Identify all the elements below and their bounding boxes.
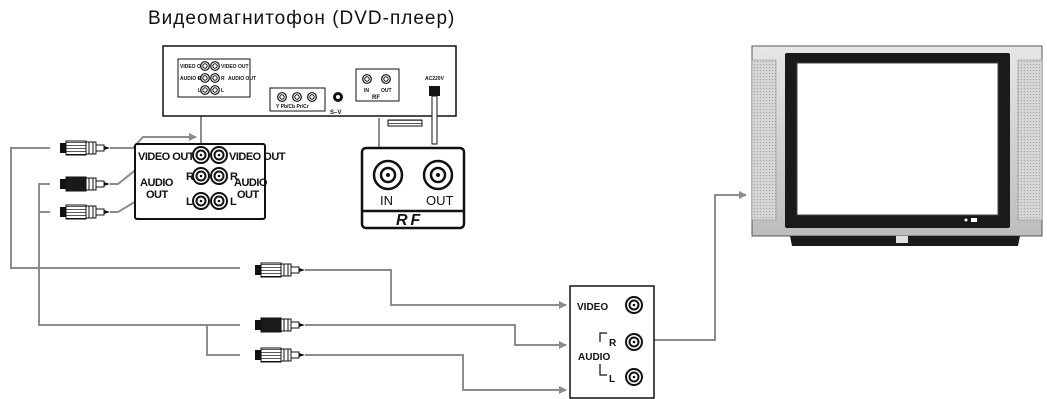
panel-r-label: R [609,338,617,349]
wire-video-loop [10,147,240,269]
rf-zoom-box: IN OUT RF [360,146,466,230]
small-jack-rf-in [362,74,372,84]
panel-r-bracket [599,332,607,342]
plug-audio-l-middle [254,347,306,363]
small-jack-l-2 [210,85,220,95]
wire-video-to-tv [305,269,567,309]
tv-power-button [971,218,977,222]
panel-r-jack [625,333,643,351]
rf-in-jack-pin [386,173,390,177]
middle-plugs [254,262,306,363]
panel-audio-label: AUDIO [578,352,610,363]
svideo-jack-center [336,95,340,99]
small-rf-in: IN [364,88,369,94]
panel-video-jack [625,296,643,314]
zoom-video-out-left: VIDEO OUT [138,151,195,163]
wire-audio-r-loop [38,183,240,326]
jack-pb [292,92,302,102]
plug-audio-r-middle [254,317,306,333]
diagram-title: Видеомагнитофон (DVD-плеер) [148,8,455,29]
power-cord [431,95,438,145]
plug-video-left [59,140,111,156]
power-label: AC220V [425,76,445,82]
jack-y [277,92,287,102]
zoom-out-right: OUT [237,189,260,201]
small-jack-l-1 [200,85,210,95]
av-zoom-box: VIDEO OUT VIDEO OUT AUDIO OUT R R AUDIO … [134,143,286,220]
small-audio-out-right: AUDIO OUT [228,76,256,82]
panel-video-label: VIDEO [577,302,608,313]
small-rf-out: OUT [381,88,392,94]
zoom-out-left: OUT [146,189,169,201]
zoom-r-right: R [230,171,238,183]
small-r-left: R [198,76,202,82]
small-audio-out-left: AUDIO OUT [180,76,208,82]
wire-audio-l-to-tv [305,354,567,394]
left-plugs [59,140,111,220]
small-l-right: L [221,88,224,94]
small-video-out-left: VIDEO OUT [180,64,208,70]
zoom-jack-video-2 [210,146,228,164]
plug-video-middle [254,262,306,278]
bottom-slot [387,119,423,127]
zoom-r-left: R [186,171,194,183]
wire-panel-to-tv [654,191,747,341]
wire-audio-r-to-tv [305,324,567,349]
small-jack-r-1 [200,73,210,83]
small-jack-rf-out [381,74,391,84]
rf-zoom-out-label: OUT [426,193,454,208]
zoom-jack-l-1 [192,192,210,210]
tv-input-panel: VIDEO R AUDIO L [569,285,655,399]
small-video-out-right: VIDEO OUT [221,64,249,70]
component-labels: Y Pb/Cb Pr/Cr [276,104,309,110]
zoom-video-out-right: VIDEO OUT [229,151,286,163]
small-l-left: L [198,88,201,94]
small-rf-label: RF [372,95,380,101]
tv-speaker-right [1017,59,1043,221]
rf-out-jack-pin [436,173,440,177]
small-jack-r-2 [210,73,220,83]
zoom-jack-video-1 [192,146,210,164]
small-rf-block [355,68,400,102]
tv-screen [796,62,999,216]
wires [10,100,747,394]
zoom-l-right: L [230,196,237,208]
tv-stand-badge [896,236,908,243]
tv-set [751,45,1043,246]
zoom-l-left: L [186,196,193,208]
power-socket [429,86,440,96]
plug-audio-r-left [59,176,111,192]
panel-l-label: L [609,374,615,385]
small-r-right: R [221,76,225,82]
zoom-jack-r-1 [192,167,210,185]
wire-audio-l-loop [206,325,240,356]
rf-zoom-in-label: IN [380,193,393,208]
panel-l-jack [625,368,643,386]
wire-video-zoom [110,133,197,149]
dvd-player: VIDEO OUT VIDEO OUT AUDIO OUT R R AUDIO … [162,45,457,145]
tv-speaker-left [751,59,777,221]
tv-power-led [964,218,968,222]
small-jack-video-1 [200,61,210,71]
zoom-audio-left: AUDIO [140,177,174,189]
rf-zoom-rf-label: RF [396,212,423,229]
plug-audio-l-left [59,204,111,220]
zoom-jack-r-2 [210,167,228,185]
zoom-jack-l-2 [210,192,228,210]
svideo-label: S–V [330,110,341,116]
small-jack-video-2 [210,61,220,71]
zoom-audio-right: AUDIO [234,177,268,189]
jack-pr [307,92,317,102]
panel-l-bracket [599,364,607,376]
